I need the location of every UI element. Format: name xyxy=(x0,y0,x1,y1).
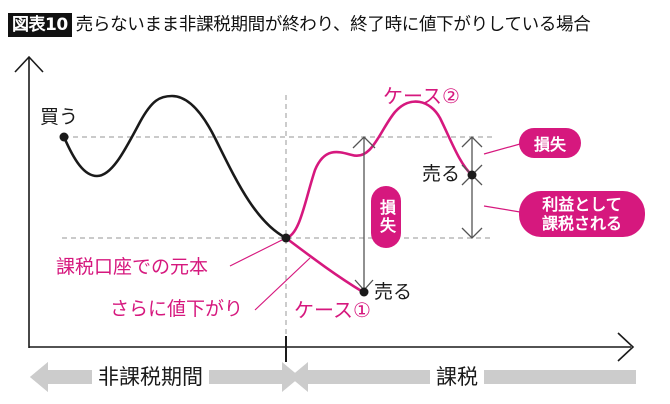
case2-label: ケース② xyxy=(383,84,460,108)
figure-title: 売らないまま非課税期間が終わり、終了時に値下がりしている場合 xyxy=(75,15,591,35)
principal-point xyxy=(281,233,291,243)
loss-badge-text: 損失 xyxy=(533,135,566,154)
further-decline-label: さらに値下がり xyxy=(110,298,244,320)
principal-leader-line xyxy=(229,237,287,267)
case1-price-line xyxy=(285,236,364,294)
buy-label: 買う xyxy=(40,106,79,128)
case1-sell-point xyxy=(359,287,369,297)
loss-vertical-text: 損失 xyxy=(377,199,396,235)
data-points xyxy=(59,132,477,297)
reference-lines xyxy=(62,95,492,340)
case2-sell-label: 売る xyxy=(422,163,461,185)
buy-point xyxy=(59,132,69,142)
taxed-profit-line1: 利益として xyxy=(542,195,622,214)
taxed-profit-line2: 課税される xyxy=(541,214,622,233)
leader-lines xyxy=(229,143,521,311)
y-axis-arrow-icon xyxy=(14,55,44,73)
loss-pill-leader-line xyxy=(483,143,521,155)
case1-label: ケース① xyxy=(294,298,371,322)
taxed-profit-badge: 利益として 課税される xyxy=(519,191,645,237)
case1-loss-arrow-up-icon xyxy=(352,136,376,149)
case2-loss-arrow-up-icon xyxy=(461,136,483,148)
figure-header: 図表10 売らないまま非課税期間が終わり、終了時に値下がりしている場合 xyxy=(8,12,591,38)
case2-sell-point xyxy=(467,170,477,180)
x-axis-arrow-icon xyxy=(617,332,635,362)
case1-sell-label: 売る xyxy=(374,281,413,303)
axes xyxy=(14,55,635,362)
loss-badge: 損失 xyxy=(519,128,581,158)
tax-free-period-price-line xyxy=(62,94,287,240)
principal-label: 課税口座での元本 xyxy=(56,256,209,278)
measurement-arrows xyxy=(352,136,483,291)
further-decline-leader-line xyxy=(254,257,311,311)
case2-profit-arrow-down-icon xyxy=(461,227,483,239)
taxable-period-label: 課税 xyxy=(430,367,484,388)
figure-label: 図表10 xyxy=(8,13,72,37)
tax-free-period-label: 非課税期間 xyxy=(92,367,209,388)
taxed-profit-leader-line xyxy=(483,205,521,213)
loss-vertical-badge: 損失 xyxy=(371,186,401,248)
tax-free-period-arrow-left-icon xyxy=(30,362,48,392)
